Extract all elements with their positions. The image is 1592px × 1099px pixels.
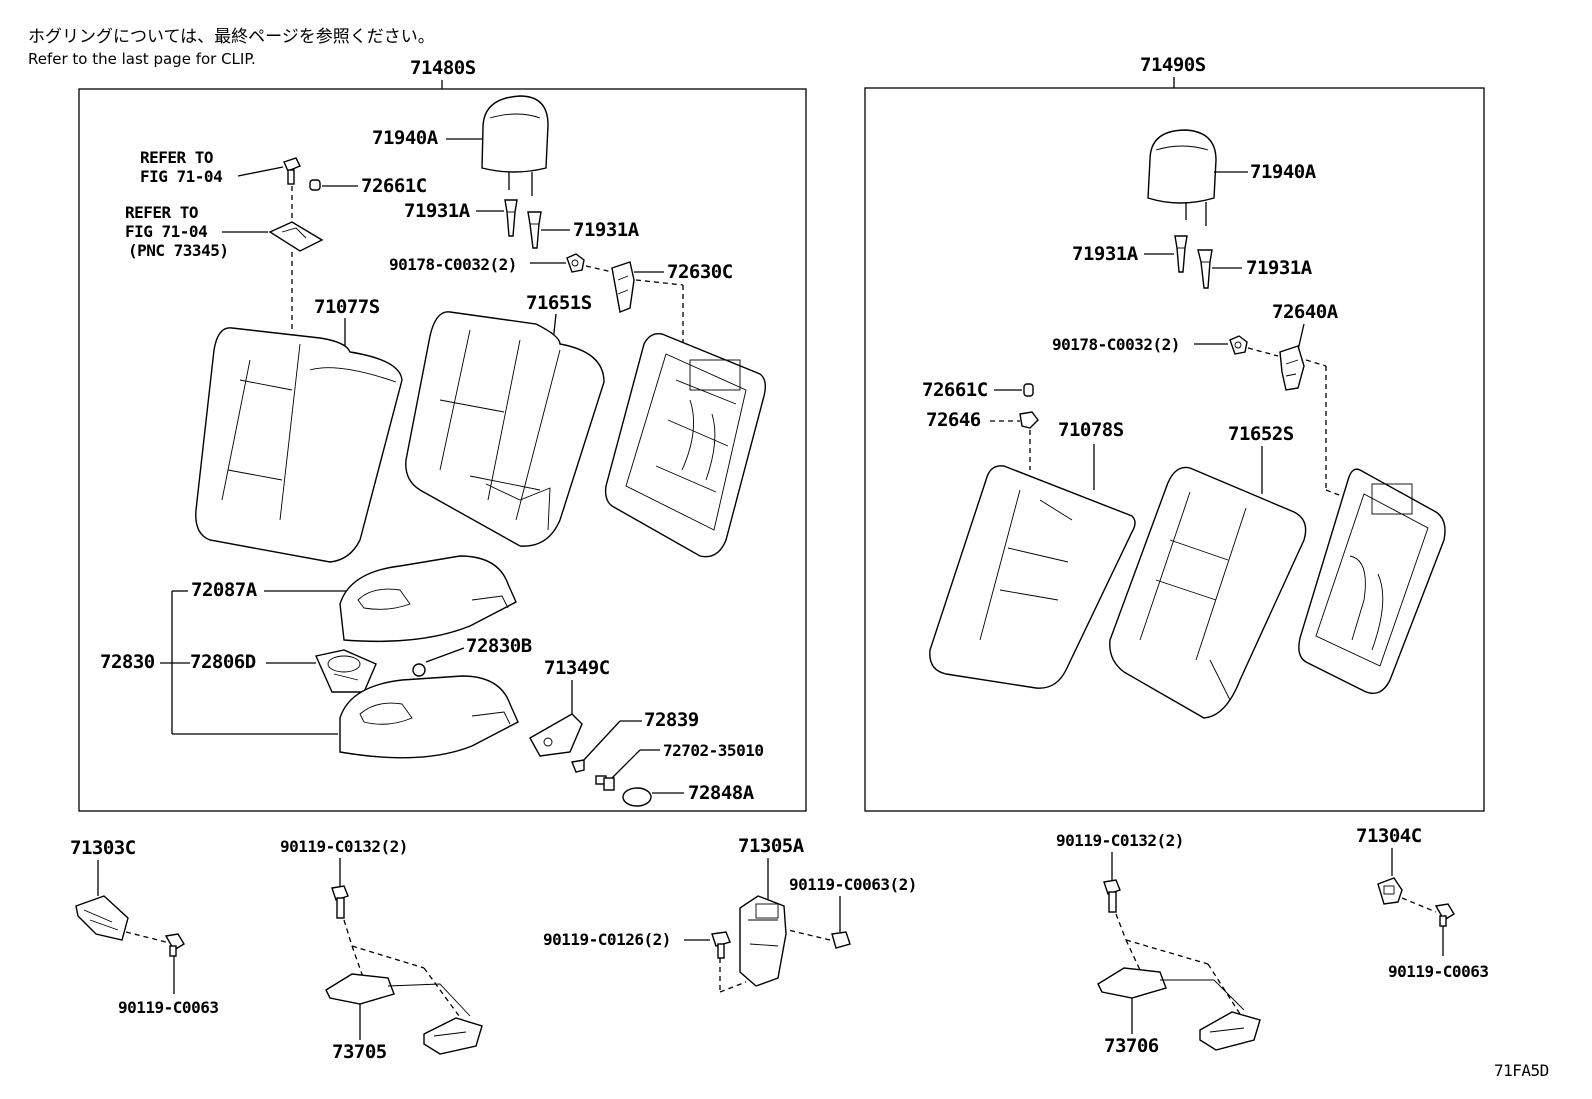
label-71303C: 71303C	[70, 837, 136, 859]
armrest-cover-72087A[interactable]	[339, 555, 517, 643]
bracket-72630C-icon[interactable]	[611, 261, 635, 313]
label-72630C: 72630C	[667, 261, 733, 283]
clip-72646-icon[interactable]	[1019, 411, 1039, 429]
headrest-left[interactable]	[481, 95, 549, 196]
label-90119-C0063-3: 90119-C0063	[1388, 962, 1488, 981]
bracket-72640A-icon[interactable]	[1279, 345, 1305, 391]
label-72661C-right: 72661C	[922, 379, 988, 401]
seat-frame-right[interactable]	[1298, 468, 1446, 694]
bolt-90119-C0126[interactable]	[711, 931, 731, 959]
label-72702-35010: 72702-35010	[663, 741, 763, 760]
label-71931A-left-2: 71931A	[573, 219, 640, 241]
bracket-73706[interactable]	[1097, 967, 1261, 1051]
bracket-71304C[interactable]	[1377, 877, 1403, 905]
label-72087A: 72087A	[191, 579, 258, 601]
seat-cover-71077S[interactable]	[195, 327, 403, 563]
label-72640A: 72640A	[1272, 301, 1339, 323]
nut-90178-right-icon[interactable]	[1229, 335, 1248, 355]
label-refer-to-2b: FIG 71-04	[125, 222, 207, 241]
bolt-90119-C0132-2[interactable]	[1103, 879, 1121, 913]
label-71305A: 71305A	[738, 835, 805, 857]
guide-71931A-left-1[interactable]	[504, 199, 518, 237]
guide-71931A-right-1[interactable]	[1174, 235, 1188, 273]
label-72806D: 72806D	[190, 651, 256, 673]
label-90119-C0063-2: 90119-C0063(2)	[789, 875, 917, 894]
label-90178-right: 90178-C0032(2)	[1052, 335, 1180, 354]
figure-code: 71FA5D	[1494, 1061, 1549, 1080]
label-72646: 72646	[926, 409, 981, 431]
bolt-90119-C0063-3[interactable]	[1434, 903, 1455, 927]
left-assembly: 71480S 71940A REFER TO FIG 71-04 72661C …	[78, 57, 807, 812]
label-71931A-left-1: 71931A	[404, 200, 471, 222]
clip-72661C-right-icon[interactable]	[1023, 383, 1034, 397]
label-90119-C0063-1: 90119-C0063	[118, 998, 218, 1017]
bolt-90119-C0063-1[interactable]	[164, 933, 185, 957]
label-refer-to-1a: REFER TO	[140, 148, 213, 167]
label-refer-to-2a: REFER TO	[125, 203, 198, 222]
header-note-japanese: ホグリングについては、最終ページを参照ください。	[28, 27, 435, 47]
label-71304C: 71304C	[1356, 825, 1422, 847]
cupholder-72806D[interactable]	[315, 649, 377, 693]
header-note-english: Refer to the last page for CLIP.	[28, 50, 256, 68]
label-71349C: 71349C	[544, 657, 610, 679]
screw-72702-35010[interactable]	[595, 775, 615, 791]
label-90178-left: 90178-C0032(2)	[389, 255, 517, 274]
bolt-refer-icon[interactable]	[283, 157, 301, 185]
guide-71931A-right-2[interactable]	[1197, 249, 1213, 289]
label-72839: 72839	[644, 709, 699, 731]
bracket-71349C[interactable]	[529, 713, 583, 757]
bracket-71305A[interactable]	[739, 895, 787, 987]
label-90119-C0132-2: 90119-C0132(2)	[1056, 831, 1184, 850]
bracket-71303C[interactable]	[75, 895, 129, 941]
bolt-90119-C0132-1[interactable]	[331, 885, 349, 919]
label-90119-C0132-1: 90119-C0132(2)	[280, 837, 408, 856]
label-71931A-right-1: 71931A	[1072, 243, 1139, 265]
label-73706: 73706	[1104, 1035, 1159, 1057]
clip-72830B[interactable]	[412, 663, 426, 677]
label-71931A-right-2: 71931A	[1246, 257, 1313, 279]
seat-pad-71651S[interactable]	[405, 311, 605, 547]
cap-72848A[interactable]	[622, 787, 652, 807]
clip-72839[interactable]	[571, 759, 585, 773]
seat-pad-71652S[interactable]	[1109, 466, 1307, 719]
right-assembly: 71490S 71940A 71931A 71931A 72640A 90178…	[864, 54, 1485, 812]
bolt-90119-C0063-2[interactable]	[831, 931, 851, 949]
seat-frame-left[interactable]	[604, 333, 767, 558]
label-72830B: 72830B	[466, 635, 532, 657]
clip-72661C-icon[interactable]	[309, 179, 321, 191]
label-71940A-right: 71940A	[1250, 161, 1317, 183]
label-71940A-left: 71940A	[372, 127, 439, 149]
plate-refer-icon[interactable]	[268, 221, 324, 252]
label-71077S: 71077S	[314, 296, 380, 318]
label-72848A: 72848A	[688, 782, 755, 804]
left-assembly-label: 71480S	[410, 57, 476, 79]
label-refer-to-1b: FIG 71-04	[140, 167, 222, 186]
bracket-73705[interactable]	[325, 973, 483, 1055]
right-assembly-label: 71490S	[1140, 54, 1206, 76]
seat-cover-71078S[interactable]	[929, 465, 1136, 689]
label-72661C-left: 72661C	[361, 175, 427, 197]
headrest-right[interactable]	[1147, 129, 1217, 226]
label-71651S: 71651S	[526, 292, 592, 314]
label-72830: 72830	[100, 651, 155, 673]
label-71078S: 71078S	[1058, 419, 1124, 441]
bottom-parts: 71303C 90119-C0063 90119-C0132(2)	[70, 825, 1489, 1063]
label-90119-C0126: 90119-C0126(2)	[543, 930, 671, 949]
armrest-assy-72830[interactable]	[339, 675, 519, 759]
left-assembly-frame	[78, 88, 807, 812]
label-refer-to-2c: (PNC 73345)	[128, 241, 228, 260]
nut-90178-left-icon[interactable]	[566, 253, 585, 273]
label-71652S: 71652S	[1228, 423, 1294, 445]
right-assembly-frame	[864, 87, 1485, 812]
label-73705: 73705	[332, 1041, 387, 1063]
guide-71931A-left-2[interactable]	[527, 211, 542, 249]
